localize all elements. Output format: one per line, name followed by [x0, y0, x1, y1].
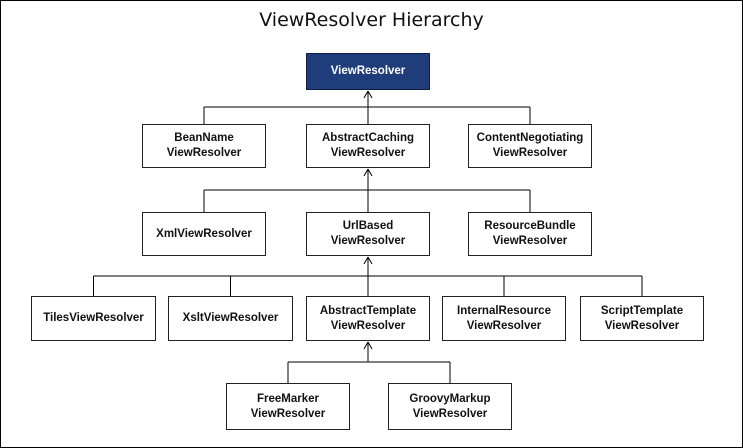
node-xml-view-resolver: XmlViewResolver: [142, 212, 266, 256]
node-label-line: ResourceBundle: [484, 220, 576, 232]
node-resource-bundle-view-resolver: ResourceBundle ViewResolver: [468, 212, 592, 256]
arrowhead: [367, 90, 373, 99]
node-url-based-view-resolver: UrlBased ViewResolver: [306, 212, 430, 256]
arrowhead: [363, 341, 369, 350]
node-label-line: UrlBased: [342, 220, 394, 232]
node-label-line: ViewResolver: [330, 319, 406, 332]
node-freemarker-view-resolver: FreeMarker ViewResolver: [226, 383, 350, 430]
node-label-line: XsltViewResolver: [182, 312, 279, 324]
node-label-line: ViewResolver: [166, 147, 242, 159]
node-xslt-view-resolver: XsltViewResolver: [168, 296, 293, 341]
node-label-line: ViewResolver: [492, 147, 568, 159]
node-label-line: AbstractCaching: [321, 132, 415, 144]
node-label-line: ViewResolver: [330, 235, 406, 247]
arrowhead: [363, 168, 369, 177]
node-groovy-markup-view-resolver: GroovyMarkup ViewResolver: [388, 383, 512, 430]
node-label-line: ScriptTemplate: [600, 304, 684, 317]
node-bean-name-view-resolver: BeanName ViewResolver: [142, 124, 266, 168]
diagram-title: ViewResolver Hierarchy: [259, 9, 484, 31]
node-script-template-view-resolver: ScriptTemplate ViewResolver: [580, 296, 704, 341]
arrowhead: [363, 90, 369, 99]
arrowhead: [363, 256, 369, 265]
node-abstract-caching-view-resolver: AbstractCaching ViewResolver: [306, 124, 430, 168]
node-label-line: ViewResolver: [330, 65, 406, 77]
node-label-line: InternalResource: [457, 304, 551, 317]
node-label-line: BeanName: [174, 132, 234, 144]
node-label-line: AbstractTemplate: [319, 304, 417, 317]
node-label-line: ViewResolver: [604, 319, 680, 332]
arrowhead: [367, 256, 373, 265]
node-label-line: ViewResolver: [492, 235, 568, 247]
node-tiles-view-resolver: TilesViewResolver: [31, 296, 156, 341]
arrowhead: [367, 168, 373, 177]
node-label-line: TilesViewResolver: [43, 312, 144, 324]
node-internal-resource-view-resolver: InternalResource ViewResolver: [442, 296, 566, 341]
node-label-line: ViewResolver: [250, 407, 326, 420]
node-label-line: FreeMarker: [256, 392, 319, 405]
node-label-line: ViewResolver: [412, 407, 488, 420]
node-label-line: ViewResolver: [466, 319, 542, 332]
node-content-negotiating-view-resolver: ContentNegotiating ViewResolver: [468, 124, 592, 168]
node-label-line: GroovyMarkup: [409, 392, 491, 405]
node-abstract-template-view-resolver: AbstractTemplate ViewResolver: [306, 296, 430, 341]
node-label-line: XmlViewResolver: [156, 227, 252, 240]
node-label-line: ViewResolver: [330, 147, 406, 159]
node-label-line: ContentNegotiating: [476, 132, 584, 144]
arrowhead: [367, 341, 373, 350]
node-view-resolver: ViewResolver: [306, 53, 430, 90]
